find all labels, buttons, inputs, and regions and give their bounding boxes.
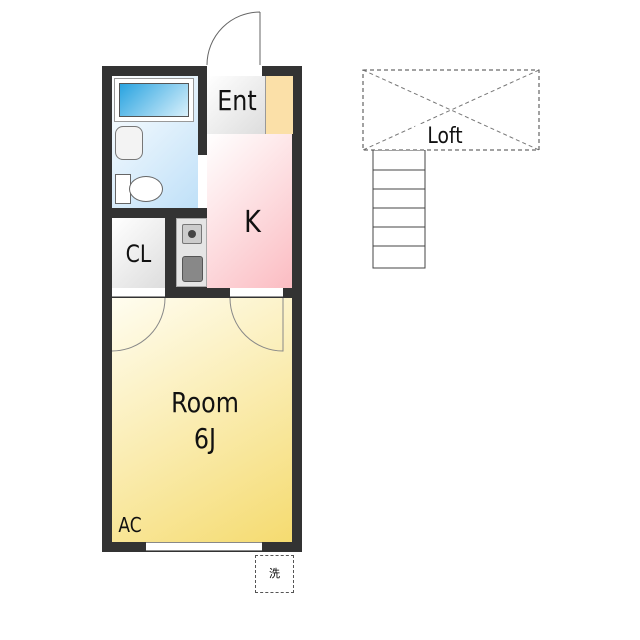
washbasin-icon <box>115 126 143 160</box>
main-room <box>112 298 292 542</box>
loft-label: Loft <box>415 124 475 149</box>
laundry-space: 洗 <box>255 555 294 593</box>
closet <box>112 218 165 288</box>
loft-ladder-icon[interactable] <box>372 150 426 270</box>
kitchen <box>207 134 292 288</box>
ac-label: AC <box>118 513 142 537</box>
door-swing-icon <box>112 298 284 352</box>
shoe-box <box>265 76 293 134</box>
closet-label: CL <box>125 240 152 268</box>
closet-door[interactable] <box>112 288 165 297</box>
front-door-swing-icon <box>206 11 261 66</box>
bath-wall <box>102 208 207 218</box>
kitchen-label: K <box>244 205 261 240</box>
window <box>146 542 262 551</box>
entrance-label: Ent <box>217 84 257 117</box>
loft-area <box>362 69 540 151</box>
room-door[interactable] <box>230 288 283 297</box>
stove-icon <box>182 224 202 244</box>
entrance <box>207 76 265 134</box>
bathtub <box>114 78 194 122</box>
bath-partition <box>198 155 207 208</box>
toilet-icon <box>115 174 163 204</box>
room-label: Room <box>171 386 239 419</box>
room-wall <box>102 288 302 298</box>
room-size-label: 6J <box>193 422 217 455</box>
front-door-opening[interactable] <box>207 66 262 76</box>
sink-icon <box>182 256 203 282</box>
